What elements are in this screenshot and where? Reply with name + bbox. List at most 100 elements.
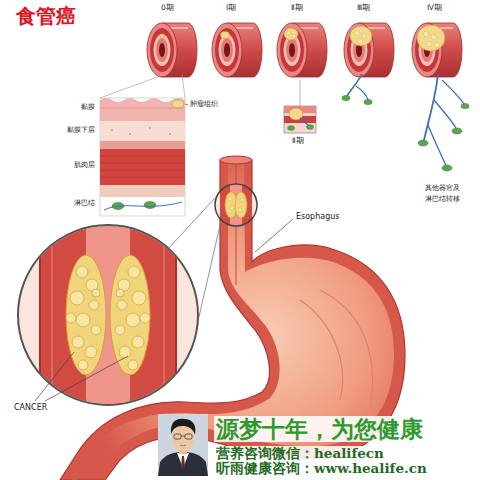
- magnified-view-part-part-part: [117, 300, 127, 310]
- magnified-view-part-part-part: [126, 313, 140, 327]
- stage-tubes-part: [287, 31, 291, 35]
- layer-label: 肌肉层: [74, 161, 95, 169]
- wall-layers-part: [149, 127, 151, 129]
- magnified-view-part-part-part: [128, 360, 138, 370]
- magnified-view-part-part: [52, 220, 164, 410]
- stage-tubes: [147, 23, 469, 171]
- leader-lines-part: [35, 352, 74, 401]
- portrait-part: [180, 445, 186, 446]
- stage-inset-part: [300, 118, 309, 126]
- wall-layers-part: [100, 121, 185, 141]
- stage-label: Ⅱ期: [291, 4, 303, 13]
- magnified-view-part-part-part: [92, 289, 100, 297]
- slogan-text: 源梦十年，为您健康: [214, 416, 425, 442]
- wall-layers-part: [100, 141, 185, 149]
- stage-tubes-part: [417, 25, 445, 51]
- tumor-spot-part-part: [235, 192, 247, 218]
- tumor-spot-part-part: [228, 197, 232, 201]
- magnified-view: [18, 220, 198, 410]
- magnified-view-part-part-part: [78, 360, 88, 370]
- stage-tubes-part: [442, 80, 464, 104]
- tumor-spot-part-part: [240, 198, 244, 202]
- stage-tubes-part: [426, 41, 432, 47]
- magnified-view-part-part-part: [128, 266, 140, 278]
- stage-tubes-part: [431, 34, 437, 40]
- magnified-view-part-part-part: [72, 336, 84, 348]
- stage-label: Ⅲ期: [357, 4, 370, 13]
- leader-lines-part: [255, 219, 293, 252]
- stage-tubes-part: [221, 32, 230, 39]
- stage-tubes-part: [212, 23, 262, 77]
- magnified-view-part-part-part: [76, 266, 88, 278]
- stage-tubes-part: [364, 99, 372, 104]
- tumor-spot-part-part: [230, 206, 234, 210]
- wall-layers-part: [100, 149, 185, 185]
- wall-layers-part: [129, 133, 131, 135]
- stage-label: Ⅰ期: [226, 4, 236, 13]
- magnified-view-part-part-part: [132, 336, 144, 348]
- cancer-label: CANCER: [14, 403, 47, 412]
- magnified-view-part: [18, 225, 198, 405]
- layer-label: 黏膜: [81, 103, 95, 111]
- stage-inset: [284, 80, 316, 133]
- stage-tubes-part: [418, 140, 428, 146]
- tumor-spot-part-part: [238, 208, 242, 212]
- magnified-view-part-part-part: [89, 300, 99, 310]
- magnified-view-part-part: [110, 255, 150, 375]
- stage-tubes-part: [434, 100, 456, 128]
- portrait: [158, 414, 208, 476]
- magnified-view-part-part-part: [132, 291, 146, 305]
- wall-layers-part: [144, 202, 156, 209]
- wall-layers-part: [100, 185, 185, 197]
- wall-layers-part: [100, 74, 185, 98]
- magnified-view-part-part-part: [140, 313, 150, 323]
- wall-layers: [100, 74, 185, 216]
- stage-tubes-part: [160, 34, 164, 38]
- portrait-part: [158, 414, 208, 476]
- stage-tubes-part: [412, 23, 462, 77]
- stage-tubes-part: [344, 23, 394, 77]
- magnified-view-part-part-part: [85, 346, 97, 358]
- leader-lines-part: [185, 104, 188, 105]
- tumor-label: 肿瘤组织: [190, 100, 218, 108]
- stage-inset-part: [288, 126, 295, 131]
- stage-inset-part: [300, 80, 301, 106]
- contact-text: 听雨健康咨询：www.healife.cn: [214, 461, 429, 477]
- magnified-view-part-part-part: [119, 346, 131, 358]
- magnified-view-part-part-part: [76, 313, 90, 327]
- stage-tubes-part: [292, 34, 296, 38]
- tumor-spot-part: [215, 184, 257, 226]
- stage-tubes-part: [147, 23, 197, 77]
- wall-layers-part: [100, 98, 185, 121]
- organ-label: Esophagus: [296, 212, 339, 221]
- magnified-view-part-part-part: [66, 313, 76, 323]
- magnified-view-part: [40, 220, 176, 410]
- leader-lines: [35, 104, 293, 401]
- magnified-view-part-part-part: [70, 291, 84, 305]
- stage-label: Ⅱ期: [292, 137, 304, 146]
- wall-layers-part: [100, 98, 185, 216]
- leader-lines-part: [45, 356, 128, 401]
- stage-tubes-part: [342, 95, 350, 100]
- stage-label: Ⅳ期: [427, 4, 442, 13]
- stomach-part: [300, 290, 373, 410]
- stage-tubes-part: [461, 103, 469, 108]
- stage-label: 0期: [161, 4, 174, 13]
- metastasis-label: 其他器官及 淋巴结转移: [425, 183, 463, 204]
- stage-tubes-part: [356, 86, 368, 100]
- wall-layers-part: [100, 108, 185, 109]
- wall-layers-part: [111, 129, 113, 131]
- stage-tubes-part: [277, 23, 327, 77]
- stage-tubes-part: [350, 26, 372, 46]
- stage-tubes-part: [355, 31, 360, 36]
- wall-layers-part: [172, 100, 184, 108]
- stage-inset-part: [284, 106, 316, 133]
- stage-tubes-part: [284, 28, 298, 40]
- layer-label: 淋巴结: [74, 199, 95, 207]
- wall-layers-part: [169, 133, 171, 135]
- magnified-view-part-part: [66, 255, 106, 375]
- stage-tubes-part: [442, 165, 452, 171]
- stage-tubes-part: [428, 125, 446, 166]
- stage-tubes-part: [424, 74, 438, 140]
